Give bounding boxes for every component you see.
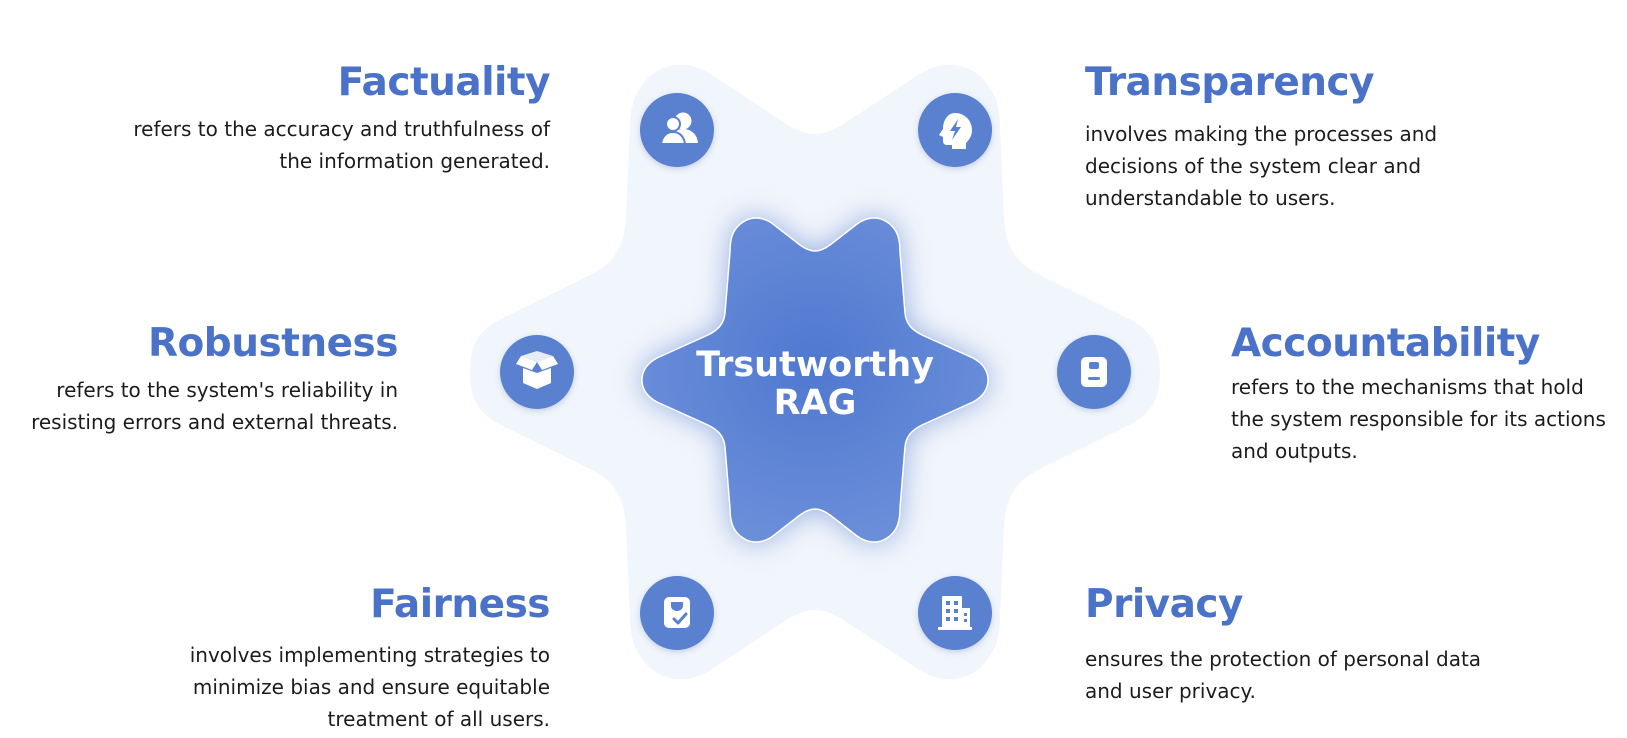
accountability-title: Accountability xyxy=(1231,321,1540,366)
robustness-icon-circle xyxy=(500,335,574,409)
robustness-node xyxy=(500,335,574,409)
transparency-node xyxy=(918,93,992,167)
fairness-description: involves implementing strategies to mini… xyxy=(189,643,550,731)
transparency-block: Transparency involves making the process… xyxy=(1085,59,1485,214)
fairness-block: Fairness involves implementing strategie… xyxy=(110,581,551,735)
factuality-title: Factuality xyxy=(337,60,551,105)
accountability-description: refers to the mechanisms that hold the s… xyxy=(1231,375,1606,463)
building-icon xyxy=(938,596,972,630)
center-title-line1: Trsutworthy xyxy=(696,345,934,385)
transparency-description: involves making the processes and decisi… xyxy=(1085,122,1438,210)
checked-badge-icon xyxy=(664,597,690,628)
head-lightning-icon xyxy=(939,113,972,149)
accountability-block: Accountability refers to the mechanisms … xyxy=(1231,320,1621,467)
privacy-description: ensures the protection of personal data … xyxy=(1085,647,1482,703)
robustness-title: Robustness xyxy=(147,321,399,366)
privacy-title: Privacy xyxy=(1085,582,1243,627)
center-title-line2: RAG xyxy=(774,383,857,423)
transparency-title: Transparency xyxy=(1085,60,1375,105)
people-icon xyxy=(659,112,698,145)
accountability-node xyxy=(1057,335,1131,409)
id-badge-icon xyxy=(1081,357,1107,387)
fairness-node xyxy=(640,576,714,650)
open-box-icon xyxy=(516,351,558,389)
robustness-block: Robustness refers to the system's reliab… xyxy=(20,320,398,438)
privacy-block: Privacy ensures the protection of person… xyxy=(1085,581,1515,707)
factuality-node xyxy=(640,93,714,167)
fairness-title: Fairness xyxy=(370,582,550,627)
center-star xyxy=(641,217,989,543)
privacy-node xyxy=(918,576,992,650)
factuality-block: Factuality refers to the accuracy and tr… xyxy=(110,59,550,177)
robustness-description: refers to the system's reliability in re… xyxy=(31,378,398,434)
factuality-description: refers to the accuracy and truthfulness … xyxy=(133,117,550,173)
